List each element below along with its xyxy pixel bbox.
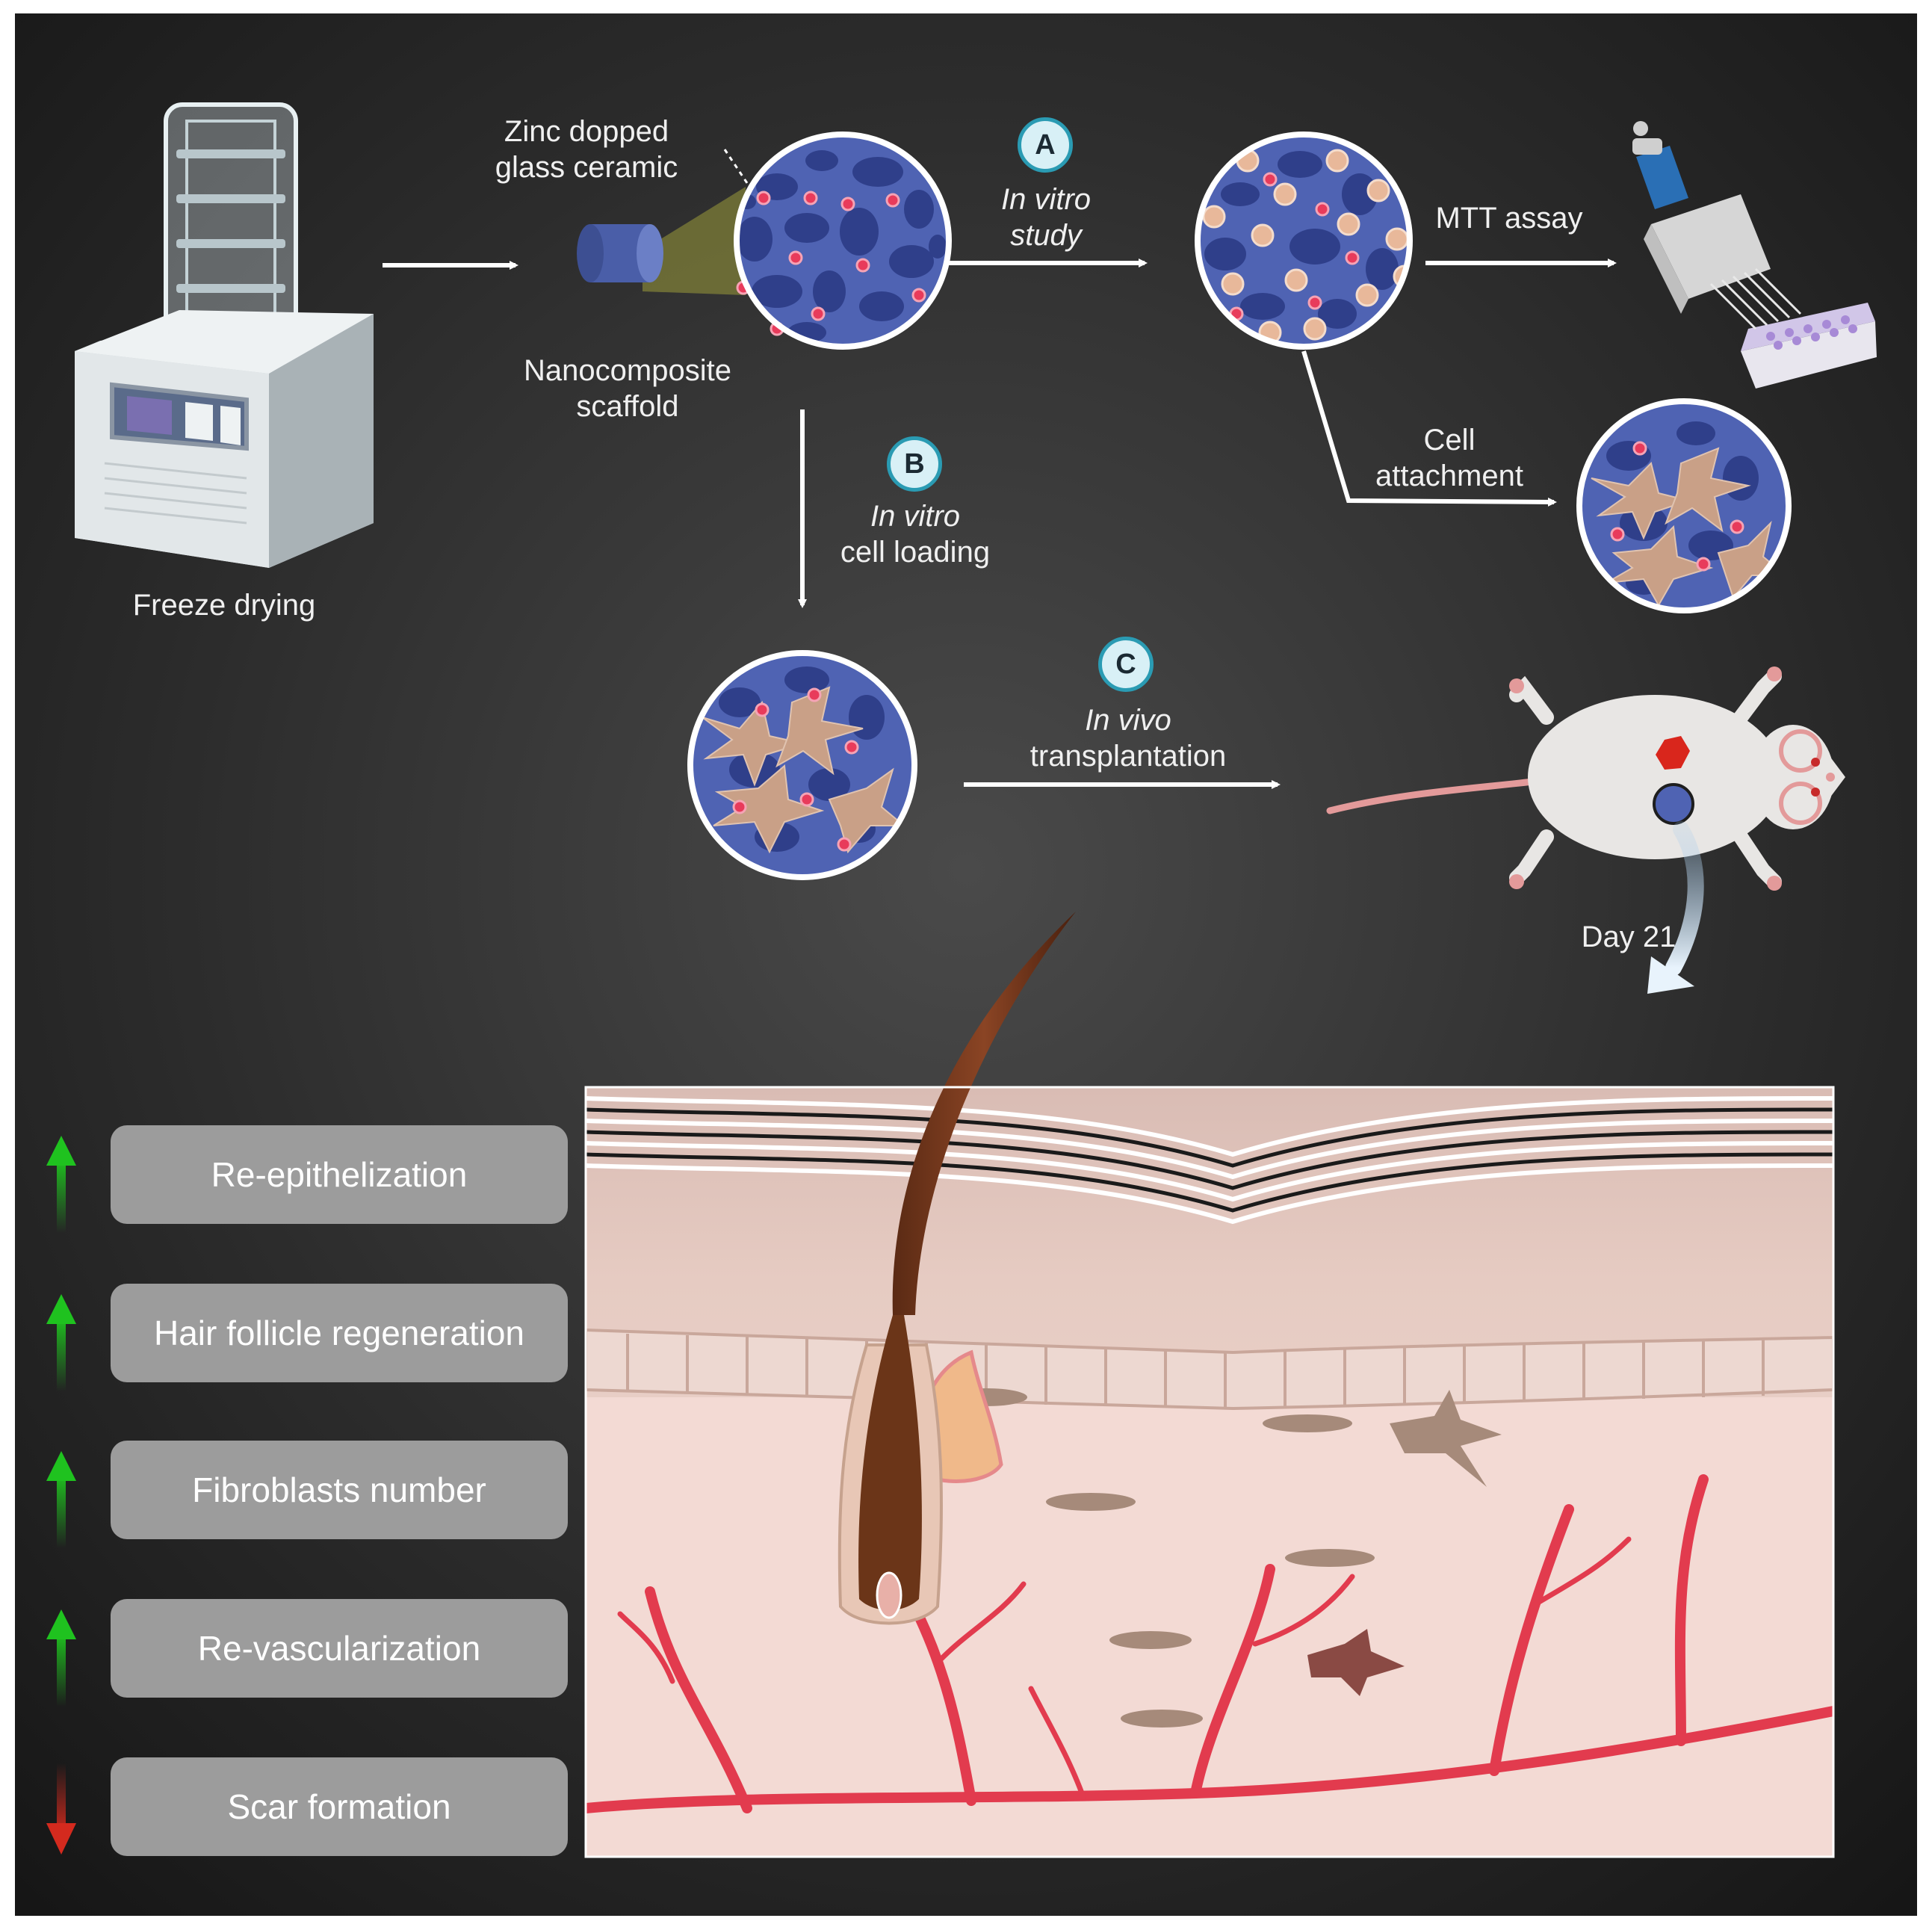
increase-arrow-icon-2 [46,1294,76,1391]
increase-arrow-icon-1 [46,1136,76,1233]
step-a-label-line1: In vitro [1000,183,1092,216]
zinc-glass-label-line2: glass ceramic [495,151,678,184]
step-b-label-line1: In vitro [870,500,961,533]
skin-cross-section-icon [586,1087,1833,1857]
hair-shaft-icon [892,912,1076,1315]
freeze-drying-label: Freeze drying [132,589,316,622]
outcome-fibroblasts-number: Fibroblasts number [111,1441,568,1539]
scaffold-magnified-icon [723,132,952,350]
arrow-attachment [1301,350,1557,507]
cell-attachment-label-line2: attachment [1375,460,1523,492]
scaffold-label-line1: Nanocomposite [524,354,731,387]
skin-frame [584,1086,1835,1858]
outcome-hair-follicle-regeneration: Hair follicle regeneration [111,1284,568,1382]
increase-arrow-icon-4 [46,1609,76,1707]
badge-c: C [1098,637,1154,692]
cell-loaded-scaffold-icon [687,650,917,880]
badge-b: B [887,436,942,492]
step-b-label-line2: cell loading [840,536,991,569]
day-21-label: Day 21 [1581,921,1676,953]
cell-attachment-icon [1576,398,1792,613]
zinc-glass-label-line1: Zinc dopped [504,115,669,148]
outcome-scar-formation: Scar formation [111,1757,568,1856]
scaffold-label-line2: scaffold [576,390,679,423]
cell-attachment-label-line1: Cell [1423,424,1476,457]
in-vitro-study-icon [1195,132,1413,350]
step-c-label-line2: transplantation [1030,740,1227,773]
freeze-dryer-icon [75,102,374,568]
step-a-label-line2: study [1010,219,1082,252]
outcome-re-vascularization: Re-vascularization [111,1599,568,1698]
rat-icon [1326,666,1845,994]
badge-a: A [1018,117,1073,173]
scaffold-cylinder-icon [577,187,746,295]
step-c-label-line1: In vivo [1085,704,1171,737]
multichannel-pipette-icon [1632,121,1877,389]
outcome-arrows [46,1136,76,1855]
decrease-arrow-icon-5 [46,1763,76,1855]
mtt-assay-label: MTT assay [1435,202,1583,235]
increase-arrow-icon-3 [46,1451,76,1548]
outcome-re-epithelization: Re-epithelization [111,1125,568,1224]
